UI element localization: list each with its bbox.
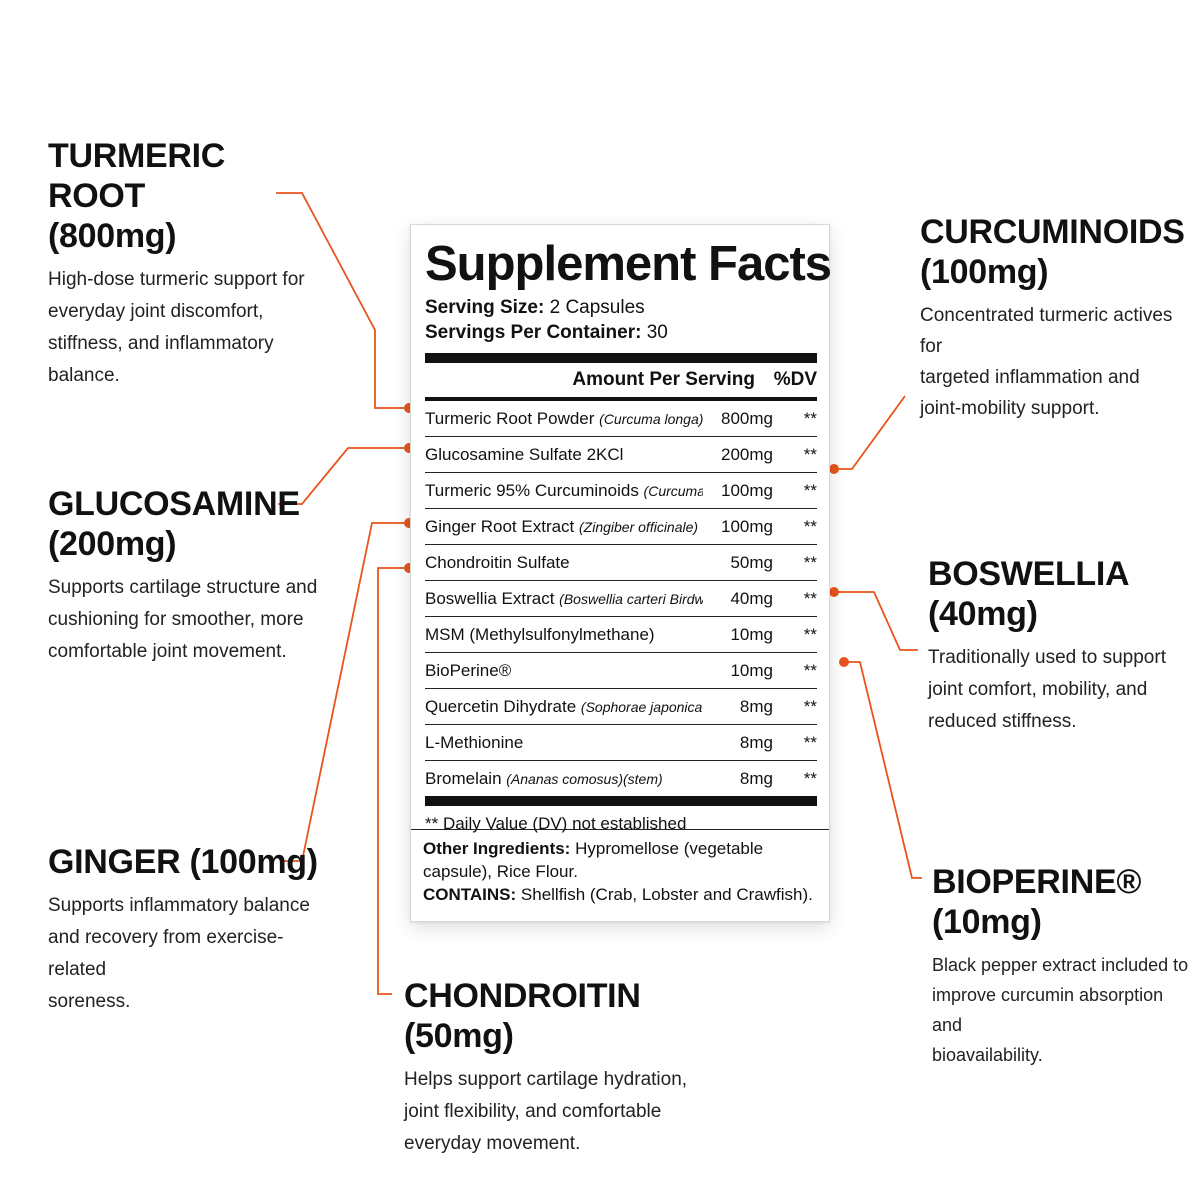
ingredient-name: Turmeric Root Powder (Curcuma longa) <box>425 408 703 428</box>
ingredient-amount: 10mg <box>730 660 773 680</box>
connector-bioperine <box>846 661 922 879</box>
dot-boswellia <box>829 587 839 597</box>
divider-thick-bottom <box>425 796 817 806</box>
other-ingredients: Other Ingredients: Hypromellose (vegetab… <box>423 837 817 906</box>
ingredient-name: L-Methionine <box>425 732 524 752</box>
ingredient-amount: 100mg <box>721 516 773 536</box>
ingredient-dv: ** <box>803 624 817 644</box>
ingredient-row: Turmeric 95% Curcuminoids (Curcuma longa… <box>425 473 817 509</box>
callout-title: CURCUMINOIDS(100mg) <box>920 213 1185 291</box>
callout-chondroitin: CHONDROITIN (50mg) Helps support cartila… <box>404 976 744 1160</box>
ingredient-amount: 8mg <box>739 768 773 788</box>
connector-glucosamine <box>278 447 408 505</box>
ingredient-amount: 10mg <box>730 624 773 644</box>
callout-description: Helps support cartilage hydration,joint … <box>404 1069 688 1154</box>
ingredient-row: Boswellia Extract (Boswellia carteri Bir… <box>425 581 817 617</box>
ingredient-name: Glucosamine Sulfate 2KCl <box>425 444 624 464</box>
ingredient-row: Quercetin Dihydrate (Sophorae japonica L… <box>425 689 817 725</box>
ingredient-amount: 100mg <box>721 480 773 500</box>
ingredient-name: Bromelain (Ananas comosus)(stem) <box>425 768 663 788</box>
ingredient-list: Turmeric Root Powder (Curcuma longa) 800m… <box>425 401 817 796</box>
supplement-facts-title: Supplement Facts <box>425 237 832 291</box>
callout-title: CHONDROITIN (50mg) <box>404 977 641 1055</box>
callout-ginger: GINGER (100mg) Supports inflammatory bal… <box>48 842 328 1018</box>
ingredient-dv: ** <box>803 480 817 500</box>
ingredient-row: Glucosamine Sulfate 2KCl 200mg ** <box>425 437 817 473</box>
ingredient-dv: ** <box>803 732 817 752</box>
ingredient-latin-name: (Zingiber officinale) <box>579 518 699 535</box>
ingredient-dv: ** <box>803 768 817 788</box>
ingredient-name: BioPerine® <box>425 660 512 680</box>
contains-statement: CONTAINS: Shellfish (Crab, Lobster and C… <box>423 885 813 904</box>
ingredient-dv: ** <box>803 408 817 428</box>
ingredient-dv: ** <box>803 552 817 572</box>
supplement-facts-label: Supplement Facts Serving Size: 2 Capsule… <box>410 224 832 922</box>
connector-boswellia <box>836 591 918 651</box>
ingredient-row: Turmeric Root Powder (Curcuma longa) 800m… <box>425 401 817 437</box>
ingredient-amount: 8mg <box>739 732 773 752</box>
amount-per-serving-header: Amount Per Serving <box>572 369 755 390</box>
connector-chondroitin <box>377 567 408 995</box>
ingredient-name: Boswellia Extract (Boswellia carteri Bir… <box>425 589 703 609</box>
dot-bioperine <box>839 657 849 667</box>
callout-title: TURMERIC ROOT(800mg) <box>48 137 226 255</box>
callout-curcuminoids: CURCUMINOIDS(100mg) Concentrated turmeri… <box>920 212 1190 424</box>
serving-size: Serving Size: 2 Capsules <box>425 297 645 318</box>
ingredient-row: Bromelain (Ananas comosus)(stem) 8mg ** <box>425 761 817 796</box>
dv-header: %DV <box>773 369 817 390</box>
callout-title: GINGER (100mg) <box>48 843 318 881</box>
ingredient-row: Ginger Root Extract (Zingiber officinale… <box>425 509 817 545</box>
callout-bioperine: BIOPERINE®(10mg) Black pepper extract in… <box>932 862 1192 1070</box>
ingredient-name: Quercetin Dihydrate (Sophorae japonica L… <box>425 697 703 717</box>
divider <box>411 829 829 830</box>
ingredient-dv: ** <box>803 444 817 464</box>
ingredient-name: Chondroitin Sulfate <box>425 552 570 572</box>
ingredient-amount: 40mg <box>730 588 773 608</box>
callout-boswellia: BOSWELLIA(40mg) Traditionally used to su… <box>928 554 1188 738</box>
ingredient-amount: 8mg <box>739 696 773 716</box>
callout-title: BIOPERINE®(10mg) <box>932 863 1142 941</box>
ingredient-dv: ** <box>803 696 817 716</box>
callout-title: GLUCOSAMINE(200mg) <box>48 485 300 563</box>
connector-turmeric <box>276 192 408 409</box>
ingredient-latin-name: (Boswellia carteri Birdw.)(resin) <box>559 590 703 607</box>
servings-per-container: Servings Per Container: 30 <box>425 322 668 343</box>
dot-curcuminoids <box>829 464 839 474</box>
ingredient-latin-name: (Curcuma longa)(root) <box>643 482 703 499</box>
divider-thick <box>425 353 817 363</box>
ingredient-amount: 50mg <box>730 552 773 572</box>
ingredient-name: Turmeric 95% Curcuminoids (Curcuma longa… <box>425 481 703 501</box>
ingredient-amount: 200mg <box>721 444 773 464</box>
ingredient-dv: ** <box>803 660 817 680</box>
callout-title: BOSWELLIA(40mg) <box>928 555 1130 633</box>
ingredient-latin-name: (Sophorae japonica L.)(flower) <box>580 698 703 715</box>
ingredient-latin-name: (Ananas comosus)(stem) <box>506 770 663 787</box>
ingredient-row: MSM (Methylsulfonylmethane) 10mg ** <box>425 617 817 653</box>
connector-curcuminoids <box>836 395 906 470</box>
dv-note: ** Daily Value (DV) not established <box>425 814 687 833</box>
ingredient-row: Chondroitin Sulfate 50mg ** <box>425 545 817 581</box>
ingredient-row: BioPerine® 10mg ** <box>425 653 817 689</box>
callout-glucosamine: GLUCOSAMINE(200mg) Supports cartilage st… <box>48 484 328 668</box>
ingredient-dv: ** <box>803 588 817 608</box>
ingredient-name: Ginger Root Extract (Zingiber officinale… <box>425 516 699 536</box>
connector-ginger <box>282 522 408 862</box>
ingredient-row: L-Methionine 8mg ** <box>425 725 817 761</box>
callout-turmeric: TURMERIC ROOT(800mg) High-dose turmeric … <box>48 136 328 392</box>
ingredient-amount: 800mg <box>721 408 773 428</box>
ingredient-dv: ** <box>803 516 817 536</box>
ingredient-latin-name: (Curcuma longa) <box>599 410 703 427</box>
ingredient-name: MSM (Methylsulfonylmethane) <box>425 624 655 644</box>
facts-header-row: Amount Per Serving %DV <box>425 363 817 401</box>
